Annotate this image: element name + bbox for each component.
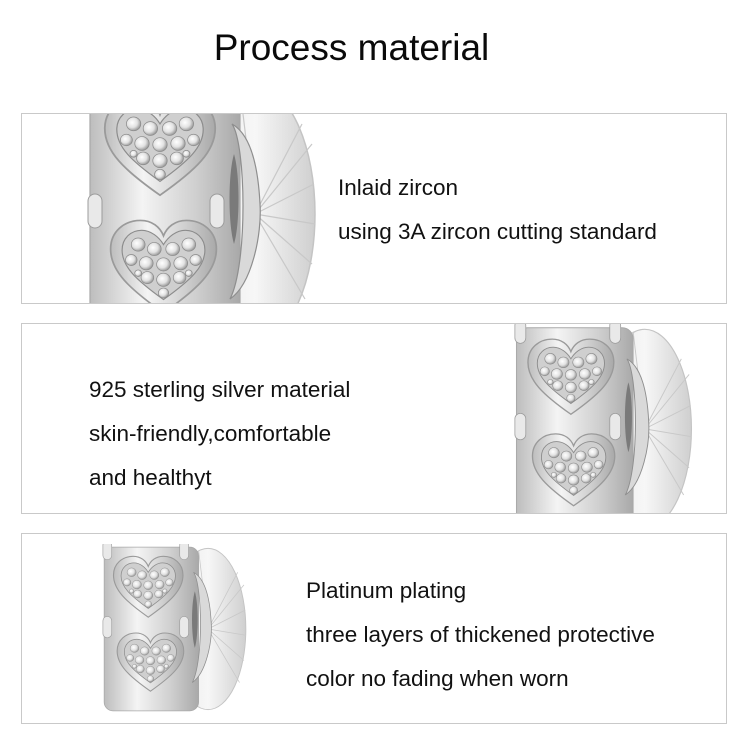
feature-description: and healthyt: [89, 465, 212, 490]
feature-text: Platinum plating three layers of thicken…: [306, 569, 655, 701]
feature-description: skin-friendly,comfortable: [89, 421, 332, 446]
feature-panel-inlaid-zircon: Inlaid zircon using 3A zircon cutting st…: [21, 113, 727, 304]
feature-text: 925 sterling silver material skin-friend…: [89, 368, 350, 500]
feature-heading: Inlaid zircon: [338, 175, 459, 200]
feature-description: color no fading when worn: [306, 666, 569, 691]
heart-charm-closeup-icon: [60, 113, 340, 304]
feature-description: three layers of thickened protective: [306, 622, 655, 647]
heart-charm-full-icon: [90, 544, 260, 714]
feature-panel-sterling-silver: 925 sterling silver material skin-friend…: [21, 323, 727, 514]
heart-charm-side-icon: [492, 323, 712, 514]
page-title: Process material: [213, 27, 490, 68]
feature-heading: 925 sterling silver material: [89, 377, 351, 402]
feature-text: Inlaid zircon using 3A zircon cutting st…: [338, 166, 657, 254]
feature-heading: Platinum plating: [306, 578, 467, 603]
feature-description: using 3A zircon cutting standard: [338, 219, 657, 244]
feature-panel-platinum-plating: Platinum plating three layers of thicken…: [21, 533, 727, 724]
